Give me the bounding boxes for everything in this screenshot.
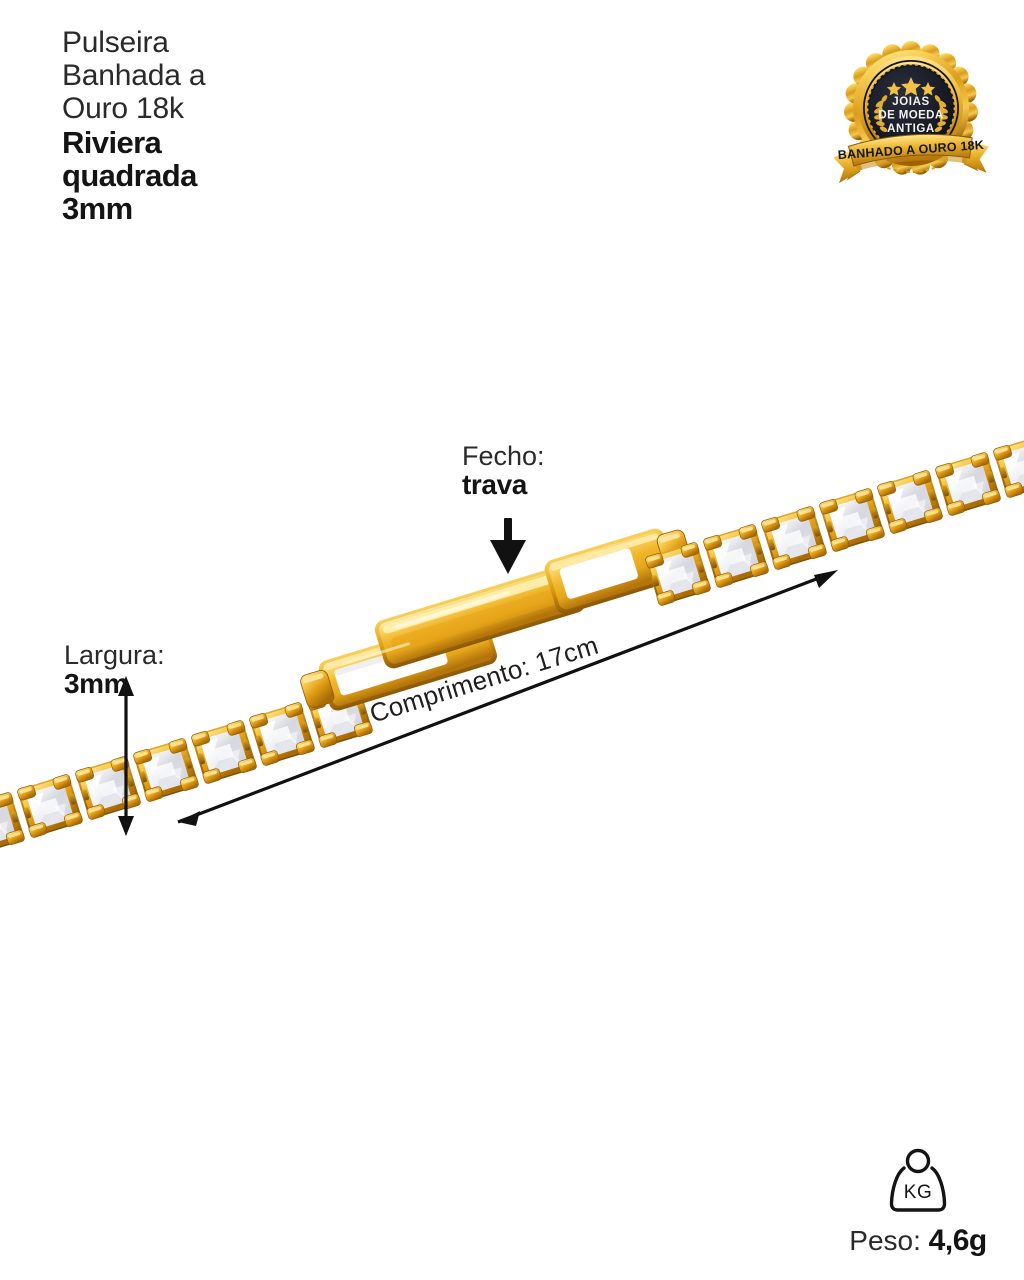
bracelet-chain-right <box>644 433 1024 607</box>
badge-laurel-left-icon <box>874 95 888 132</box>
title-line-4: Riviera <box>62 125 162 160</box>
badge-stars <box>886 77 936 96</box>
product-title: Pulseira Banhada a Ouro 18k Riviera quad… <box>62 26 206 226</box>
clasp-pointer-arrow <box>490 518 526 574</box>
weight-label: Peso: <box>849 1225 921 1256</box>
badge-line-2: DE MOEDA <box>878 110 943 122</box>
title-line-1: Pulseira <box>62 26 169 59</box>
width-measure-arrow <box>118 676 134 836</box>
gold-plated-seal-badge: JOIAS DE MOEDA ANTIGA BANHADO A OURO 18K <box>826 34 996 184</box>
length-measure-arrow <box>177 570 838 826</box>
weight-kettlebell-icon: KG <box>889 1148 947 1212</box>
weight-icon-text: KG <box>904 1182 932 1203</box>
title-line-3: Ouro 18k <box>62 92 184 125</box>
clasp-label: Fecho: <box>462 441 545 471</box>
weight-value: 4,6g <box>928 1224 988 1257</box>
badge-line-3: ANTIGA <box>887 123 935 135</box>
title-line-5: quadrada <box>62 158 197 193</box>
title-line-2: Banhada a <box>62 59 206 92</box>
title-line-6: 3mm <box>62 191 133 226</box>
clasp-value: trava <box>462 469 527 501</box>
badge-ribbon: BANHADO A OURO 18K <box>833 133 989 184</box>
clasp-annotation: Fecho: trava <box>462 442 545 499</box>
width-label: Largura: <box>64 640 165 670</box>
bracelet-clasp-trava <box>300 528 692 711</box>
width-value: 3mm <box>64 668 129 700</box>
width-annotation: Largura: 3mm <box>64 641 165 698</box>
badge-line-1: JOIAS <box>892 96 930 108</box>
badge-laurel-right-icon <box>934 95 948 132</box>
badge-svg: JOIAS DE MOEDA ANTIGA BANHADO A OURO 18K <box>833 41 989 184</box>
weight-text: Peso: 4,6g <box>838 1224 998 1258</box>
weight-block: KG Peso: 4,6g <box>838 1146 998 1258</box>
